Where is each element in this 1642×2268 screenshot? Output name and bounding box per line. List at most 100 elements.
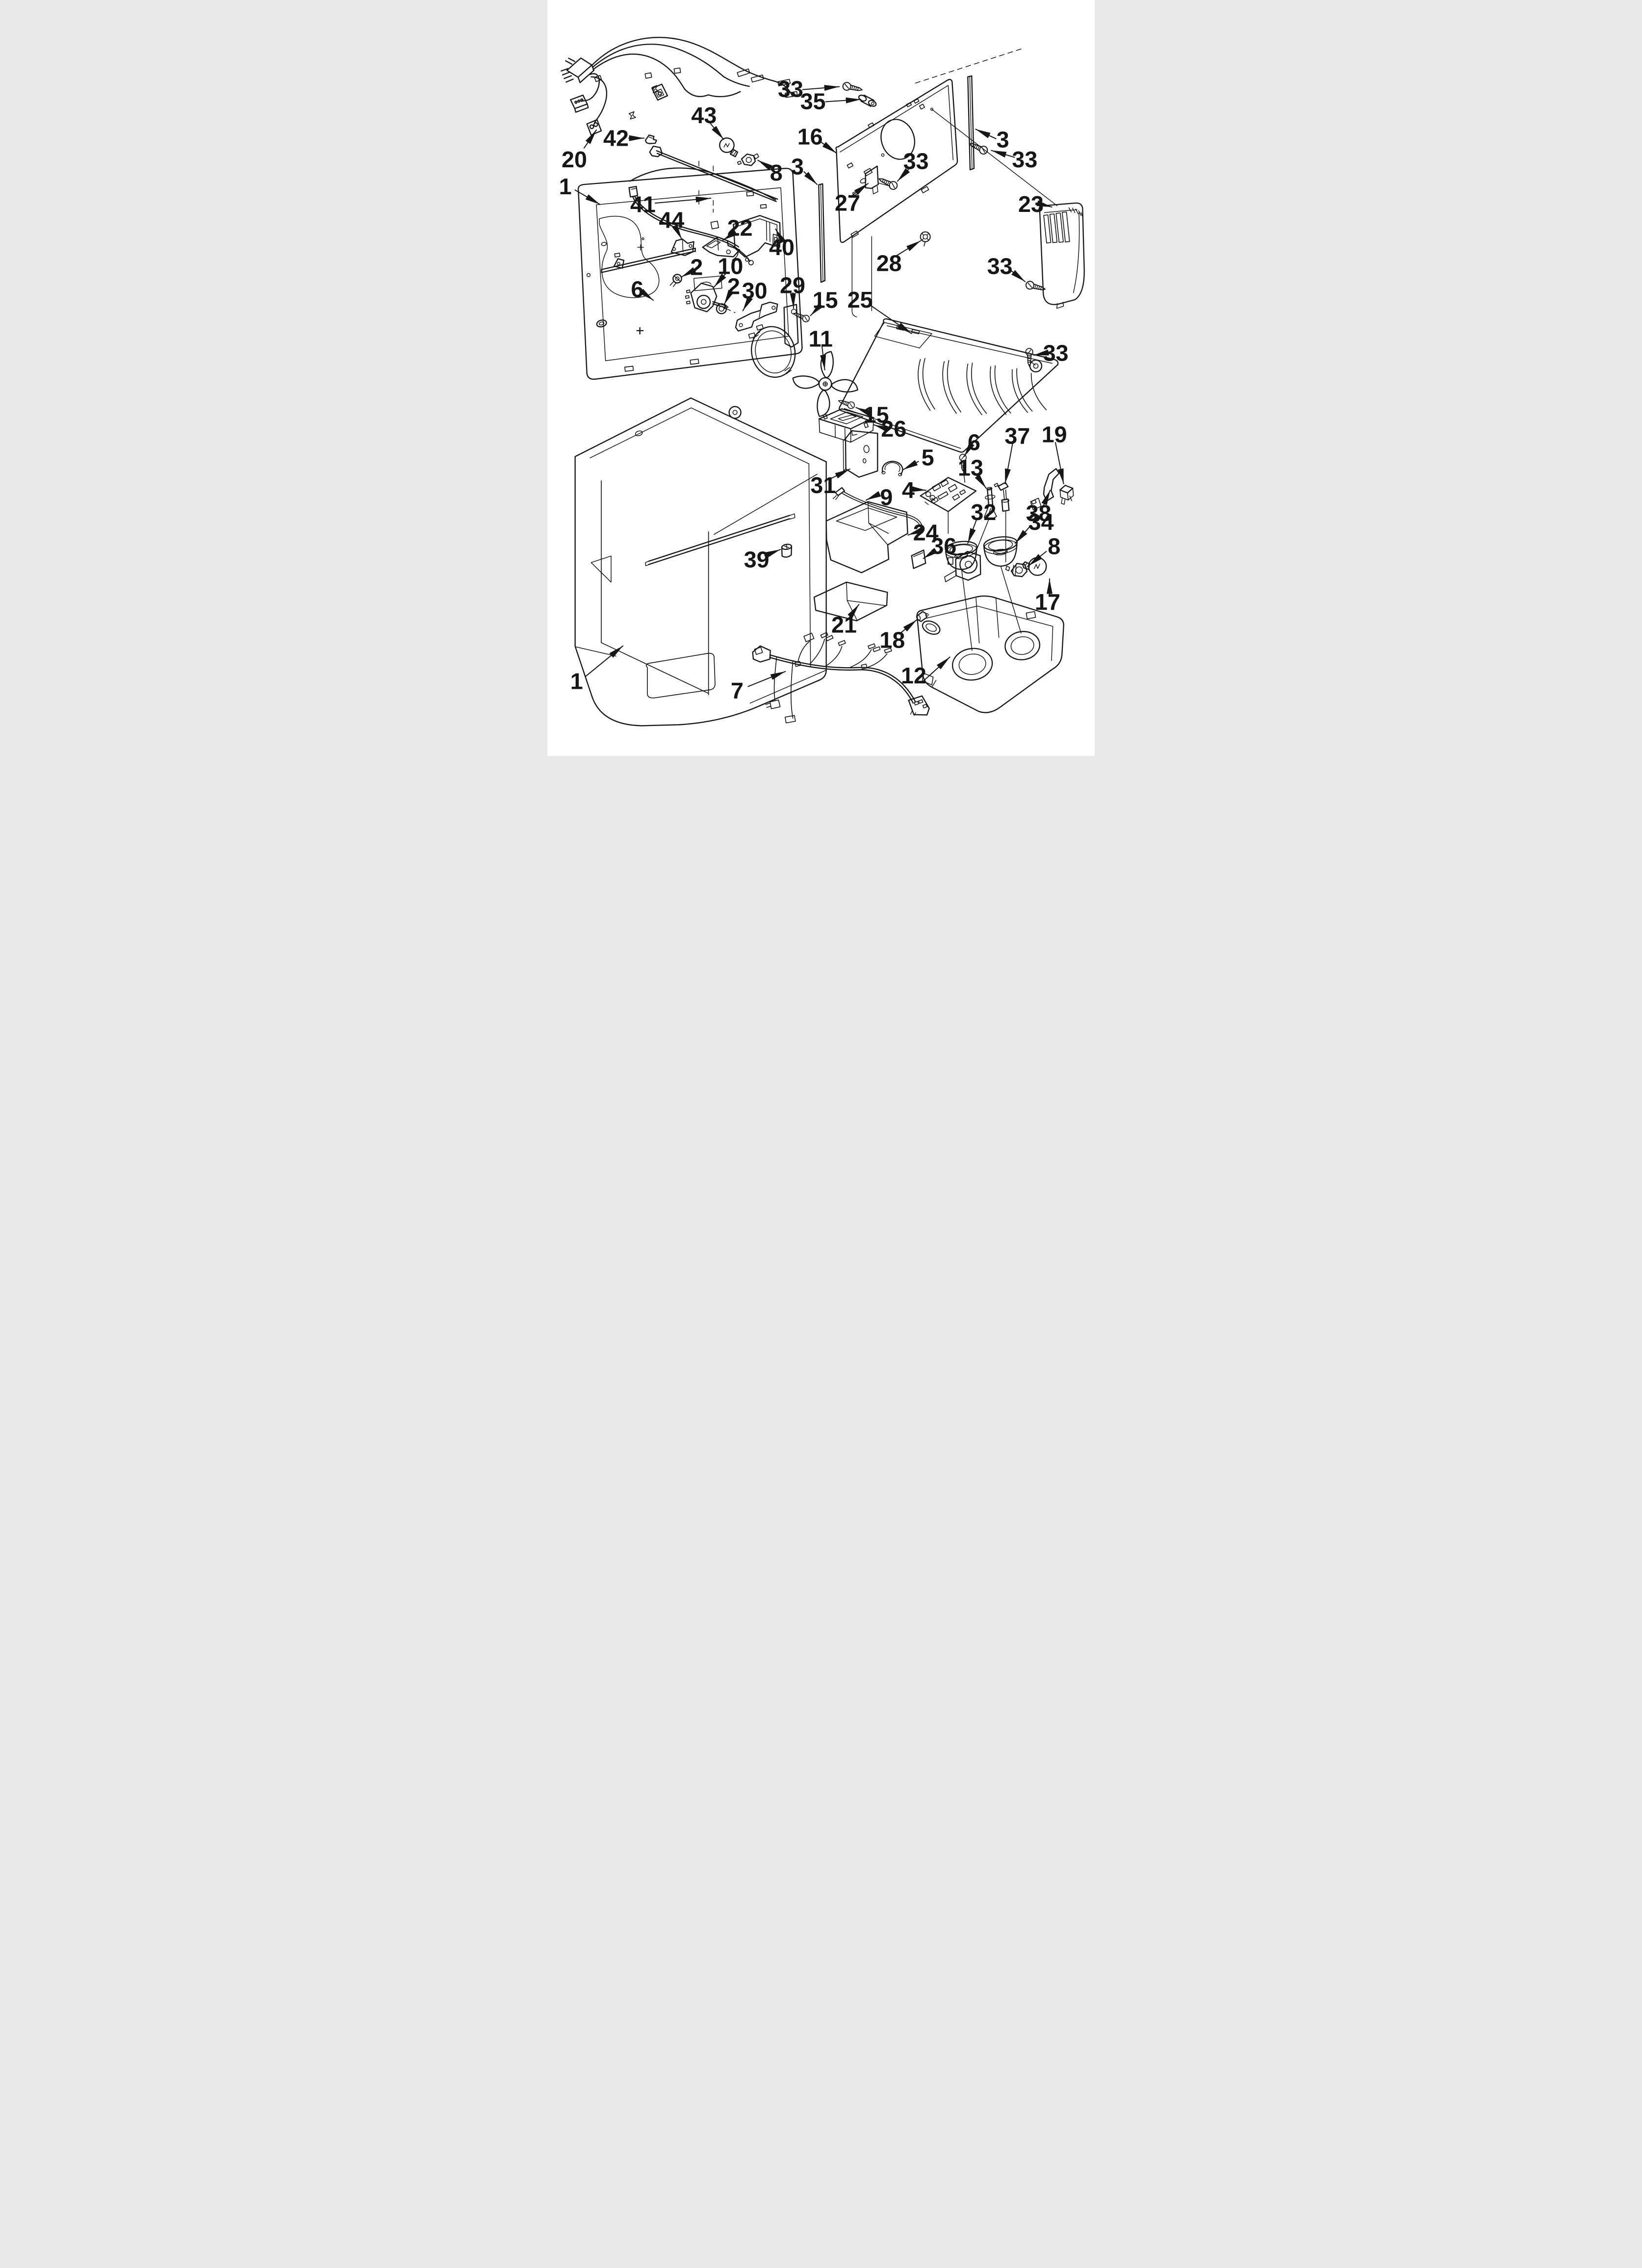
callout-27: 27 [835,183,869,216]
screw-glyph [878,178,898,190]
screw-glyph [1026,281,1046,290]
part-defrost-light-bulb [719,137,739,157]
screw-glyph [838,400,855,409]
callout-8: 8 [757,159,783,185]
part-control-bracket [735,301,778,332]
callout-30: 30 [742,278,768,312]
part-foam-pad [911,549,926,569]
callout-3: 3 [975,127,1009,153]
callout-15: 15 [810,287,838,316]
callout-number-26: 26 [881,416,906,442]
callout-8: 8 [1028,533,1060,567]
callout-number-8: 8 [770,160,783,185]
callout-41: 41 [630,192,712,217]
callout-number-27: 27 [835,190,860,216]
callout-number-13: 13 [958,455,983,480]
part-lamp-socket [1005,563,1028,577]
callout-23: 23 [1018,191,1052,217]
callout-42: 42 [603,126,645,151]
callout-32: 32 [967,499,996,544]
callout-36: 36 [923,533,956,559]
callout-number-36: 36 [931,533,956,559]
part-evaporator-fan-blade [792,351,858,417]
callout-43: 43 [691,103,724,140]
callout-25: 25 [847,287,912,334]
callout-number-2: 2 [727,273,740,299]
part-retainer-clip [881,461,903,476]
callout-number-6: 6 [968,430,980,455]
callout-number-41: 41 [630,192,656,217]
callout-number-35: 35 [800,88,826,114]
callout-31: 31 [810,469,850,498]
callout-38: 38 [1026,490,1052,526]
callout-33: 33 [987,254,1026,282]
callout-12: 12 [901,656,950,688]
callout-number-43: 43 [691,103,717,128]
callout-number-15: 15 [864,402,889,427]
part-wire-harness-top [561,37,798,136]
callout-26: 26 [873,416,906,442]
callout-4: 4 [902,477,926,503]
callout-number-33: 33 [987,254,1013,279]
callout-10: 10 [714,254,743,287]
callout-number-28: 28 [876,251,902,276]
part-control-screw [669,274,682,287]
callout-6: 6 [631,276,654,302]
callout-number-7: 7 [731,678,744,704]
callout-3: 3 [791,154,818,185]
screw-glyph [842,82,863,91]
callout-number-39: 39 [744,547,770,573]
callout-number-2: 2 [690,255,703,280]
callout-5: 5 [902,444,934,470]
callout-33: 33 [991,147,1037,172]
part-defrost-bimetal-clip [702,236,741,258]
callout-number-38: 38 [1026,500,1052,526]
diagram-background [547,0,1095,756]
callout-22: 22 [722,215,753,240]
callout-6: 6 [964,430,980,457]
callout-29: 29 [780,272,805,309]
callout-11: 11 [809,326,833,370]
callout-number-31: 31 [810,472,836,498]
part-bulb-socket [737,153,759,166]
callout-number-9: 9 [880,485,893,510]
callout-16: 16 [797,124,837,154]
callout-number-6: 6 [631,276,643,302]
part-fan-shroud-ring [748,304,799,378]
part-sealing-strips [818,75,975,283]
callout-number-23: 23 [1018,191,1044,217]
part-evaporator-foam-cover-upper [825,501,908,574]
callout-40: 40 [769,228,795,260]
callout-39: 39 [744,547,781,573]
callout-number-16: 16 [797,124,823,150]
callout-number-18: 18 [879,627,905,652]
callout-number-33: 33 [1012,147,1037,172]
screw-glyph [793,313,810,322]
part-thermistor-sensor [994,482,1010,512]
callout-28: 28 [876,240,922,276]
callout-18: 18 [879,619,918,652]
callout-35: 35 [800,88,862,114]
callout-number-4: 4 [902,477,915,503]
callout-7: 7 [731,671,786,704]
callout-number-40: 40 [769,235,795,260]
part-control-housing [818,408,874,443]
part-hole-plug [920,231,931,247]
callout-number-1: 1 [570,669,583,694]
callout-number-29: 29 [780,272,805,298]
callout-number-22: 22 [727,215,753,240]
callout-9: 9 [866,485,893,510]
part-roller-grommet [781,544,793,558]
callout-1: 1 [559,174,601,205]
callout-number-37: 37 [1004,423,1030,449]
callout-2: 2 [723,273,740,305]
callout-number-11: 11 [809,326,833,351]
callout-33: 33 [778,77,840,102]
callout-44: 44 [659,207,684,240]
callout-19: 19 [1042,422,1067,484]
callout-34: 34 [1015,509,1054,544]
alignment-lines [698,48,1058,651]
callout-number-12: 12 [901,663,926,688]
callout-number-44: 44 [659,207,684,233]
